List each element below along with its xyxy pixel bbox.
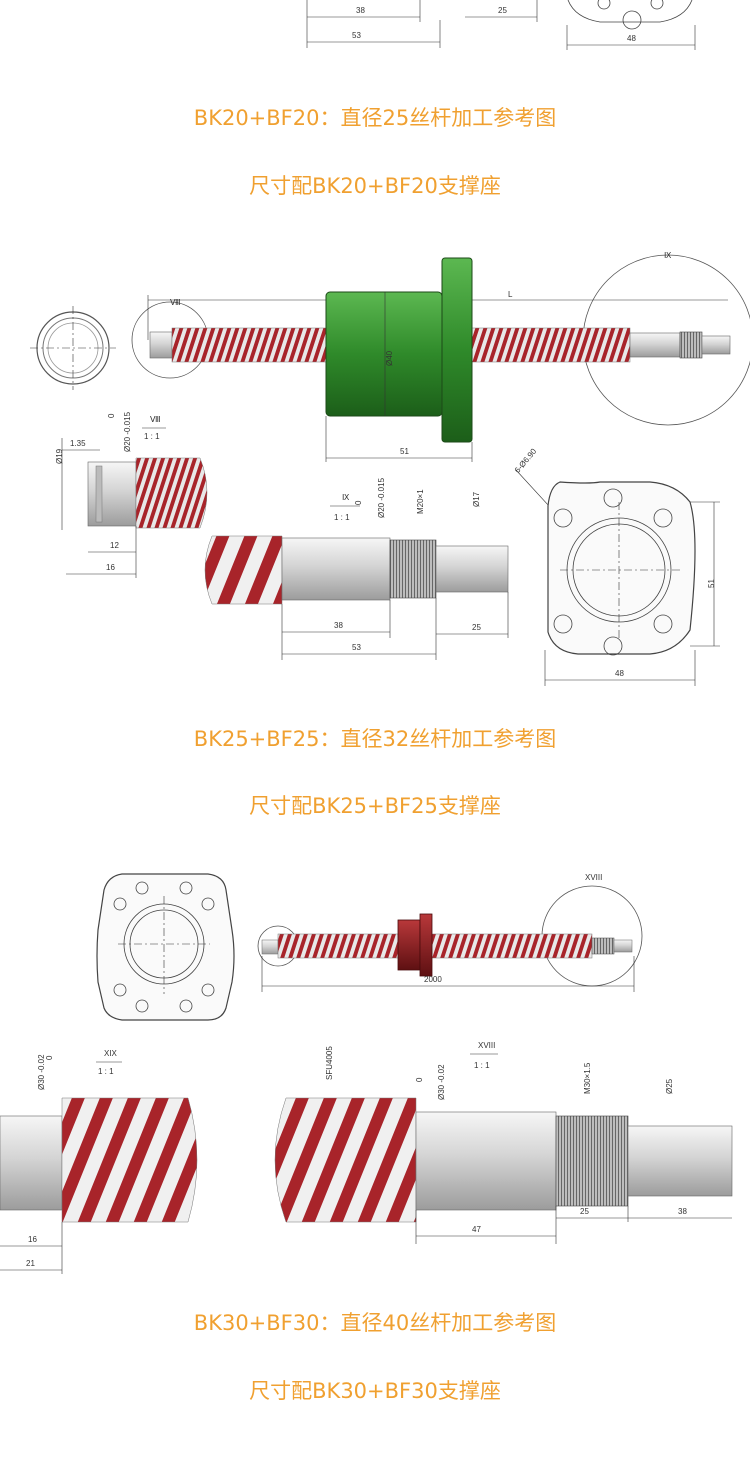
dim-m20: M20×1 [416, 489, 425, 514]
dim-phi17: Ø17 [472, 491, 481, 507]
dim-m30: M30×1.5 [583, 1062, 592, 1094]
dim-38-b: 38 [678, 1207, 687, 1216]
bk20-title: BK20+BF20：直径25丝杆加工参考图 [193, 106, 557, 130]
dim-25-b: 25 [580, 1207, 589, 1216]
dim-16-b: 16 [28, 1235, 37, 1244]
dim-25: 25 [472, 623, 481, 632]
dim-12: 12 [110, 541, 119, 550]
bk30-subtitle: 尺寸配BK30+BF30支撑座 [249, 1379, 501, 1403]
detail-8: Ⅷ 1 : 1 0 Ø20 -0.015 Ø19 1.35 12 16 [55, 411, 208, 578]
view-9-tag: Ⅸ [664, 251, 672, 260]
svg-text:0: 0 [415, 1077, 424, 1082]
svg-text:Ⅸ: Ⅸ [342, 493, 350, 502]
bk25-title: BK25+BF25：直径32丝杆加工参考图 [193, 727, 557, 751]
dim-2000: 2000 [424, 975, 442, 984]
svg-text:1 : 1: 1 : 1 [334, 513, 350, 522]
dim-16: 16 [106, 563, 115, 572]
bk25-subtitle: 尺寸配BK25+BF25支撑座 [249, 794, 501, 818]
dim-phi20: Ø20 -0.015 [123, 411, 132, 452]
screw-thread-left [171, 327, 333, 363]
view-18-tag: XVIII [585, 873, 602, 882]
bk20-dim-25: 25 [498, 6, 507, 15]
dim-phi40: Ø40 [385, 350, 394, 366]
bk25-drawing: Ⅸ Ⅷ L Ø40 51 Ⅷ 1 : 1 0 Ø20 -0.015 Ø19 1.… [30, 251, 750, 686]
dim-phi30-b: Ø30 -0.02 [437, 1064, 446, 1100]
svg-text:1 : 1: 1 : 1 [474, 1061, 490, 1070]
bk20-dim-48: 48 [627, 34, 636, 43]
detail-19: XIX 1 : 1 Ø30 -0.02 0 16 21 [0, 1049, 198, 1274]
bk20-subtitle: 尺寸配BK20+BF20支撑座 [249, 174, 501, 198]
svg-text:0: 0 [107, 413, 116, 418]
bf25-flange-view: 6-Ø6.90 51 48 [513, 446, 720, 686]
dim-phi19: Ø19 [55, 448, 64, 464]
dim-53: 53 [352, 643, 361, 652]
sfu-label: SFU4005 [325, 1046, 334, 1080]
bk20-dim-38: 38 [356, 6, 365, 15]
detail-9: Ⅸ 1 : 1 0 Ø20 -0.015 M20×1 Ø17 38 53 25 [204, 477, 509, 660]
bk25-end-view [30, 306, 116, 390]
bk20-dim-53: 53 [352, 31, 361, 40]
view-8-tag: Ⅷ [170, 298, 181, 307]
svg-text:XIX: XIX [104, 1049, 118, 1058]
bk30-drawing: XVIII 2000 XIX 1 : 1 Ø30 -0.02 0 16 21 S… [0, 873, 733, 1274]
svg-text:0: 0 [45, 1055, 54, 1060]
bk20-drawing: 38 25 53 48 [306, 0, 696, 50]
detail-18: SFU4005 XVIII 1 : 1 0 Ø30 -0.02 M30×1.5 … [274, 1041, 733, 1244]
dim-38: 38 [334, 621, 343, 630]
svg-text:1 : 1: 1 : 1 [98, 1067, 114, 1076]
svg-text:0: 0 [354, 500, 363, 505]
dim-1-35: 1.35 [70, 439, 86, 448]
screw-thread-right [469, 327, 631, 363]
ball-nut-green [325, 291, 443, 417]
dim-48: 48 [615, 669, 624, 678]
svg-text:Ⅷ: Ⅷ [150, 415, 161, 424]
bk30-title: BK30+BF30：直径40丝杆加工参考图 [193, 1311, 557, 1335]
dim-phi30-a: Ø30 -0.02 [37, 1054, 46, 1090]
nut-flange-green [441, 257, 473, 443]
ball-nut-red [397, 919, 421, 971]
bf30-flange-view [96, 873, 235, 1021]
svg-text:1 : 1: 1 : 1 [144, 432, 160, 441]
svg-text:XVIII: XVIII [478, 1041, 495, 1050]
dim-phi20-b: Ø20 -0.015 [377, 477, 386, 518]
dim-51-flange: 51 [707, 579, 716, 588]
dim-21: 21 [26, 1259, 35, 1268]
dim-phi25: Ø25 [665, 1078, 674, 1094]
dim-L: L [508, 290, 513, 299]
dim-51: 51 [400, 447, 409, 456]
dim-47: 47 [472, 1225, 481, 1234]
